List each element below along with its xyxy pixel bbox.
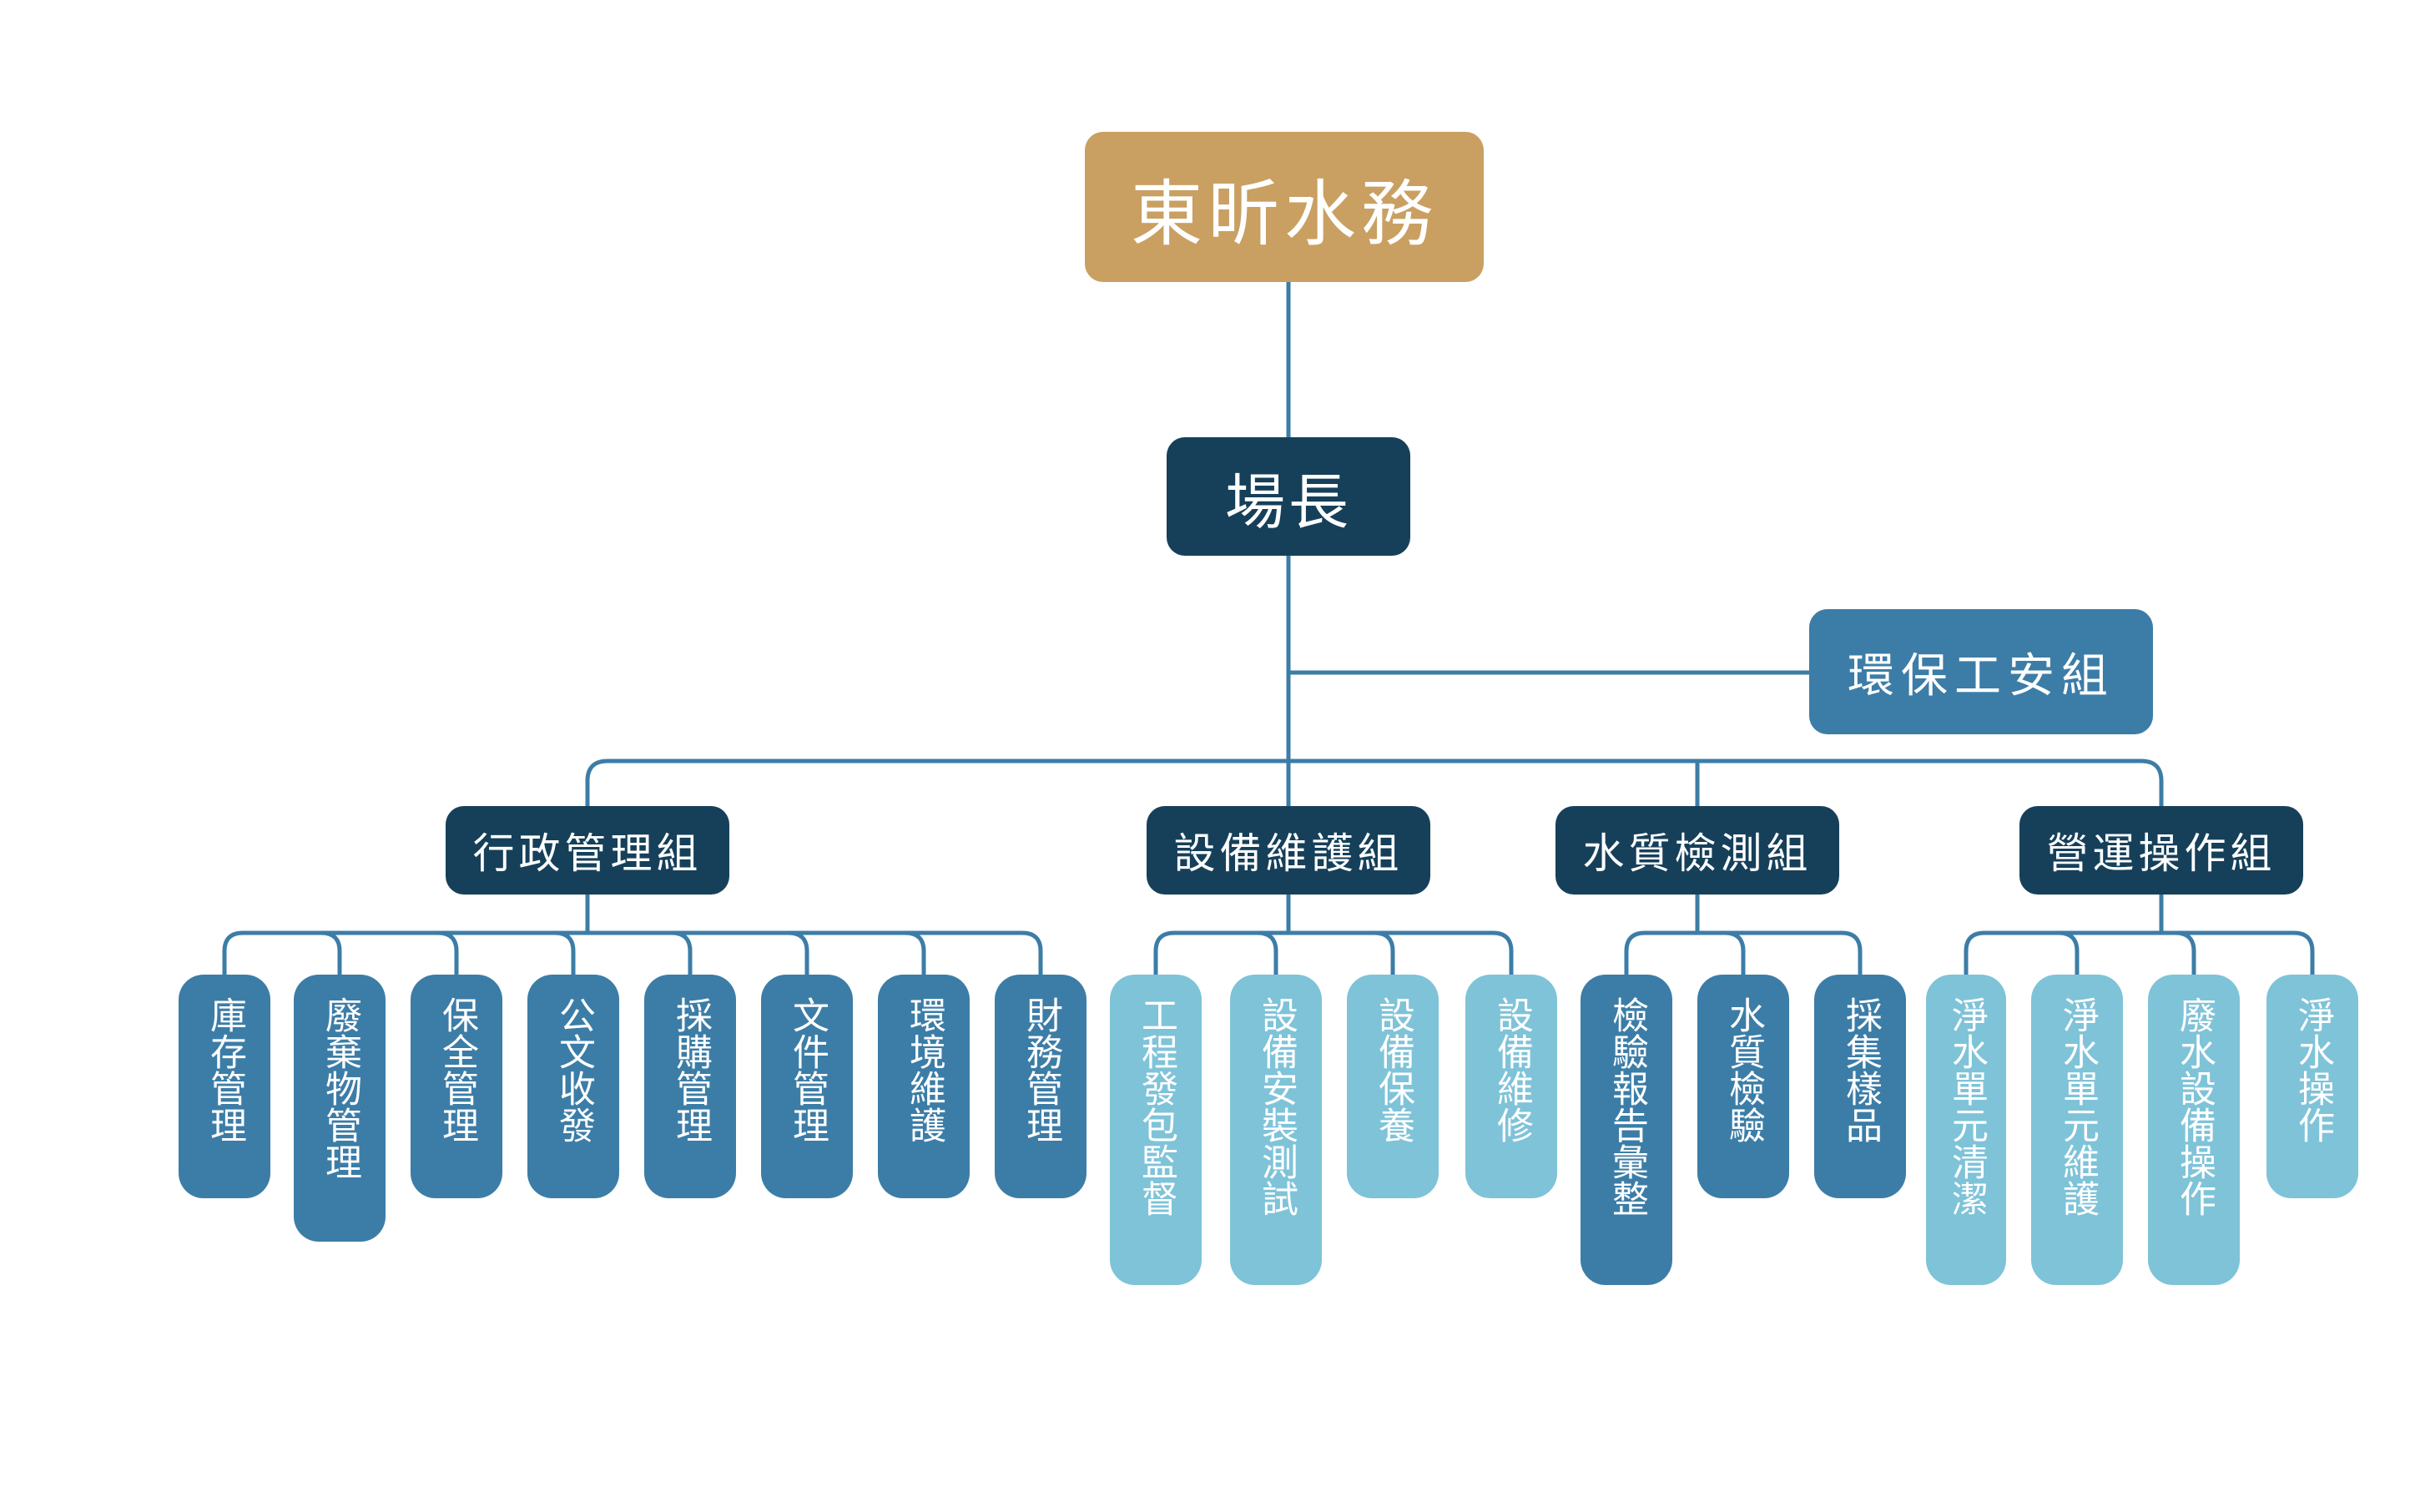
leaf-label: 設備維修: [1490, 996, 1533, 1143]
connector-line: [1624, 930, 1863, 975]
leaf-label: 設備安裝測試: [1255, 996, 1298, 1217]
leaf-label: 財務管理: [1020, 996, 1062, 1143]
leaf-label: 淨水操作: [2292, 996, 2334, 1143]
leaf-node: 環境維護: [878, 975, 970, 1198]
group-node: 營運操作組: [2019, 806, 2303, 895]
leaf-node: 設備保養: [1347, 975, 1439, 1198]
leaf-label: 淨水單元維護: [2056, 996, 2099, 1217]
leaf-node: 設備維修: [1465, 975, 1557, 1198]
leaf-node: 公文收發: [527, 975, 619, 1198]
connector-line: [554, 930, 576, 975]
leaf-label: 工程發包監督: [1135, 996, 1177, 1217]
leaf-node: 庫存管理: [179, 975, 270, 1198]
connector-line: [222, 930, 1043, 975]
leaf-node: 採購管理: [644, 975, 736, 1198]
leaf-label: 採集樣品: [1839, 996, 1882, 1143]
leaf-node: 廢水設備操作: [2148, 975, 2240, 1285]
leaf-node: 採集樣品: [1814, 975, 1906, 1198]
group-node: 水質檢測組: [1555, 806, 1839, 895]
connector-line: [1153, 930, 1514, 975]
leaf-node: 保全管理: [411, 975, 502, 1198]
connector-line: [1374, 930, 1395, 975]
leaf-node: 檢驗報告彙整: [1581, 975, 1672, 1285]
group-label: 行政管理組: [472, 829, 703, 878]
connector-line: [671, 930, 693, 975]
leaf-node: 設備安裝測試: [1230, 975, 1322, 1285]
leaf-label: 廢棄物管理: [319, 996, 361, 1180]
connector-line: [2058, 930, 2080, 975]
connector-line: [788, 930, 809, 975]
root-label: 東昕水務: [1131, 172, 1438, 256]
root-node: 東昕水務: [1085, 132, 1484, 282]
leaf-node: 淨水單元維護: [2031, 975, 2123, 1285]
connector-line: [1724, 930, 1746, 975]
leaf-label: 檢驗報告彙整: [1606, 996, 1648, 1217]
side-group-node: 環保工安組: [1809, 609, 2153, 734]
group-label: 水質檢測組: [1582, 829, 1813, 878]
director-node: 場長: [1167, 437, 1410, 556]
leaf-node: 文件管理: [761, 975, 853, 1198]
connector-line: [1257, 930, 1278, 975]
leaf-node: 淨水操作: [2266, 975, 2358, 1198]
leaf-label: 設備保養: [1372, 996, 1414, 1143]
leaf-label: 文件管理: [786, 996, 829, 1143]
leaf-label: 廢水設備操作: [2173, 996, 2216, 1217]
leaf-node: 淨水單元清潔: [1926, 975, 2006, 1285]
leaf-node: 工程發包監督: [1110, 975, 1202, 1285]
group-label: 營運操作組: [2046, 829, 2276, 878]
connector-line: [320, 930, 342, 975]
connector-line: [585, 759, 2164, 806]
leaf-node: 水質檢驗: [1697, 975, 1789, 1198]
leaf-node: 財務管理: [995, 975, 1087, 1198]
leaf-label: 公文收發: [552, 996, 595, 1143]
leaf-label: 採購管理: [669, 996, 712, 1143]
connector-line: [1964, 930, 2315, 975]
group-label: 設備維護組: [1173, 829, 1404, 878]
leaf-label: 淨水單元清潔: [1945, 996, 1988, 1217]
group-node: 設備維護組: [1147, 806, 1430, 895]
leaf-label: 保全管理: [436, 996, 478, 1143]
side-group-label: 環保工安組: [1848, 648, 2115, 703]
connector-line: [2175, 930, 2196, 975]
leaf-label: 環境維護: [903, 996, 945, 1143]
leaf-label: 庫存管理: [204, 996, 246, 1143]
leaf-node: 廢棄物管理: [294, 975, 386, 1242]
director-label: 場長: [1224, 466, 1352, 537]
connector-line: [905, 930, 926, 975]
connector-line: [437, 930, 459, 975]
group-node: 行政管理組: [446, 806, 729, 895]
leaf-label: 水質檢驗: [1722, 996, 1765, 1143]
